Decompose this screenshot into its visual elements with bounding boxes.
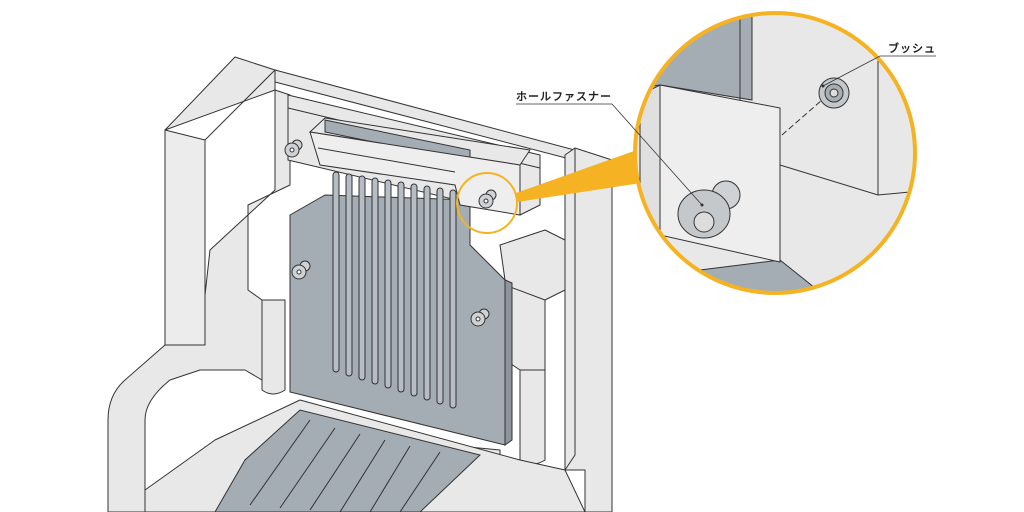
magnified-view: [635, 13, 915, 293]
comb-plate: [214, 171, 513, 512]
callout-circle: [456, 172, 518, 234]
callout-cone: [516, 151, 641, 202]
bush-label: ブッシュ: [888, 42, 936, 55]
bolt-icon: [478, 189, 497, 209]
magnifier-circle: [633, 11, 917, 295]
bolt-icon: [284, 139, 303, 158]
bolt-icon: [470, 308, 490, 327]
leader-lines: [516, 55, 936, 206]
hole-fastener-label: ホールファスナー: [516, 90, 612, 103]
bush-icon: [818, 77, 850, 109]
bolt-icon: [291, 260, 311, 280]
bolts: [284, 139, 497, 327]
top-bar: [308, 117, 531, 216]
